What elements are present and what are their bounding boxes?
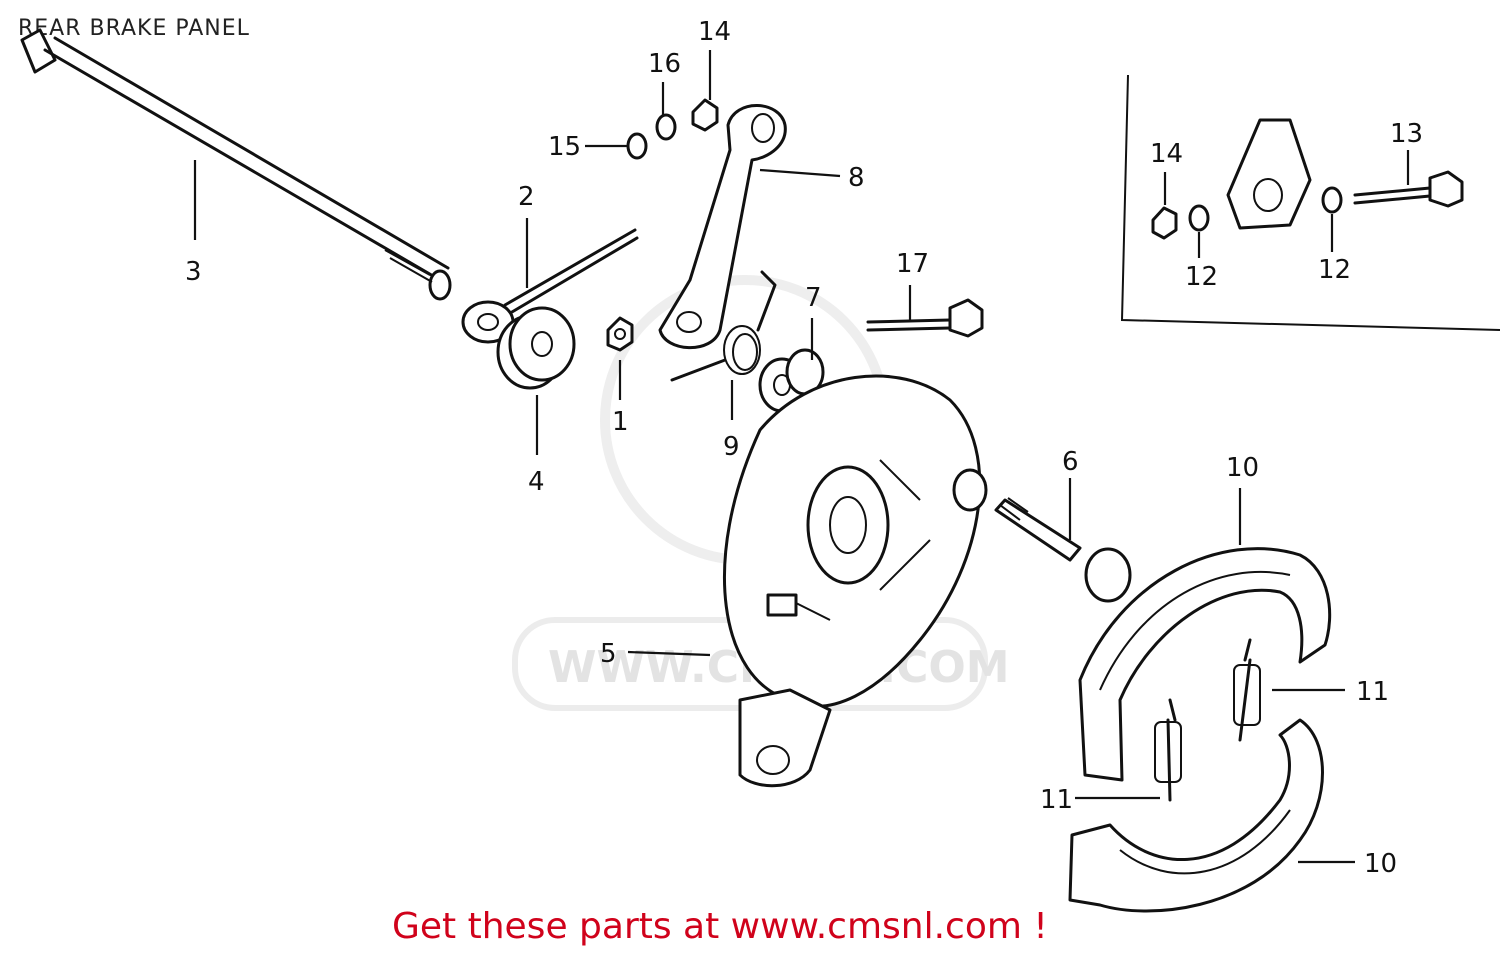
callout-11-lower: 11 <box>1040 785 1073 815</box>
inset-washer-12b <box>1321 186 1343 214</box>
inset-washer-12a <box>1188 204 1210 232</box>
part-shoe-spring-lower <box>1154 698 1182 802</box>
callouts: 3 2 4 1 15 16 14 8 9 7 17 6 10 5 11 11 1… <box>185 17 1423 879</box>
callout-12-inset-a: 12 <box>1185 262 1218 292</box>
callout-14: 14 <box>698 17 731 47</box>
callout-7: 7 <box>805 283 822 313</box>
callout-2: 2 <box>518 182 535 212</box>
inset-frame <box>1120 74 1500 331</box>
callout-12-inset-b: 12 <box>1318 255 1351 285</box>
callout-17: 17 <box>896 249 929 279</box>
part-brake-shoe-upper <box>1078 547 1332 782</box>
callout-15: 15 <box>548 132 581 162</box>
callout-13-inset: 13 <box>1390 119 1423 149</box>
callout-16: 16 <box>648 49 681 79</box>
part-seal <box>758 348 825 413</box>
diagram-title: REAR BRAKE PANEL <box>18 16 250 41</box>
callout-1: 1 <box>612 407 629 437</box>
part-bolt-17 <box>866 298 984 338</box>
part-brake-panel <box>723 374 988 788</box>
callout-14-inset: 14 <box>1150 139 1183 169</box>
leader-lines <box>193 50 1410 864</box>
part-nut <box>606 316 634 352</box>
part-nut-14 <box>691 98 719 132</box>
part-shoe-spring-upper <box>1233 638 1261 742</box>
callout-6: 6 <box>1062 447 1079 477</box>
callout-9: 9 <box>723 432 740 462</box>
inset-bolt-13 <box>1353 170 1464 208</box>
callout-8: 8 <box>848 163 865 193</box>
part-axle <box>20 28 452 301</box>
part-collar <box>496 306 576 390</box>
part-return-spring <box>670 270 777 382</box>
callout-4: 4 <box>528 467 545 497</box>
inset-arm <box>1226 118 1312 230</box>
part-brake-cam <box>994 497 1132 603</box>
footer-link-text[interactable]: Get these parts at www.cmsnl.com ! <box>392 906 1048 947</box>
callout-11-upper: 11 <box>1356 677 1389 707</box>
callout-3: 3 <box>185 257 202 287</box>
part-brake-arm <box>658 104 787 350</box>
callout-10-lower: 10 <box>1364 849 1397 879</box>
callout-10-upper: 10 <box>1226 453 1259 483</box>
inset-nut-14 <box>1151 206 1178 240</box>
part-brake-shoe-lower <box>1068 718 1324 913</box>
part-washer-15 <box>626 132 648 160</box>
callout-5: 5 <box>600 639 617 669</box>
part-washer-16 <box>655 113 677 141</box>
